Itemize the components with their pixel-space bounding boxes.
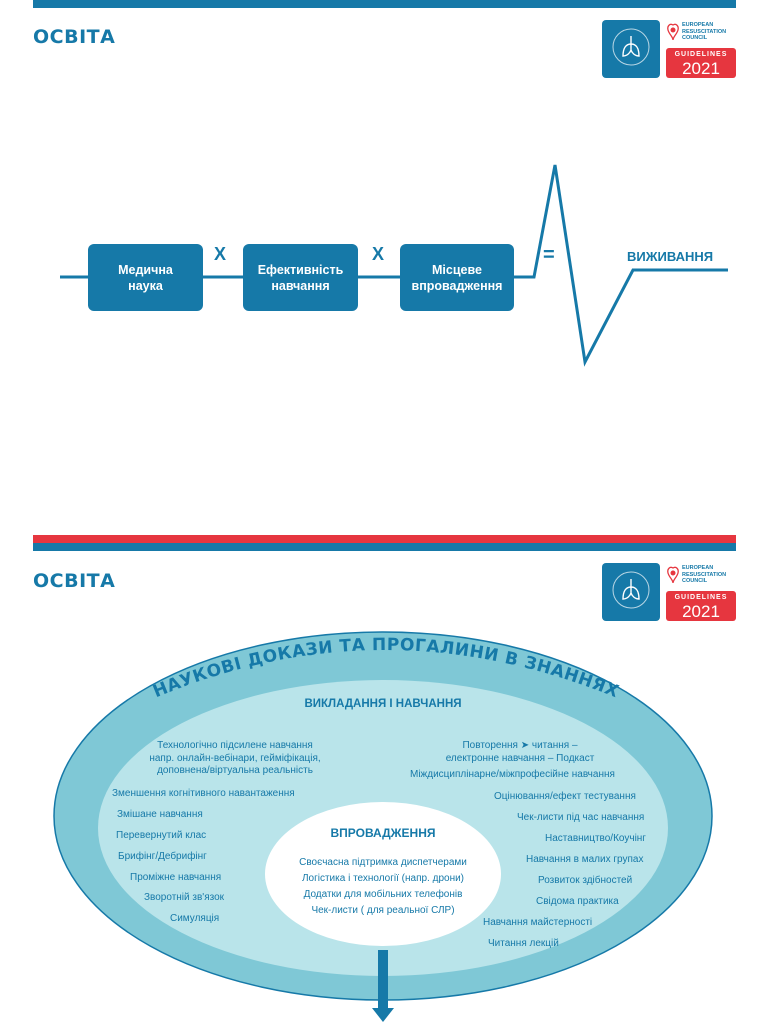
right-item: Чек-листи під час навчання [517,812,645,823]
right-item: Навчання майстерності [483,917,593,928]
slide1-logo: EUROPEAN RESUSCITATION COUNCIL GUIDELINE… [602,20,736,78]
right-item: Навчання в малих групах [526,854,644,865]
inner-core-title: ВПРОВАДЖЕННЯ [330,826,436,840]
guidelines-label: GUIDELINES [674,594,728,601]
box-line: Медична [118,262,173,277]
inner-item: Додатки для мобільних телефонів [303,889,463,900]
lungs-icon [602,20,660,78]
guidelines-label: GUIDELINES [674,51,728,58]
inner-item: Логістика і технології (напр. дрони) [301,873,465,884]
left-item: Проміжне навчання [130,872,222,883]
erc-name: EUROPEAN RESUSCITATION COUNCIL [682,22,726,42]
box-line: Місцеве [432,262,482,277]
erc-line: EUROPEAN [682,565,714,571]
ecg-line [60,164,728,367]
erc-line: RESUSCITATION [682,571,727,578]
down-arrow-head [372,1008,394,1022]
left-item: Симуляція [170,913,220,924]
inner-item: Чек-листи ( для реальної СЛР) [311,905,455,916]
box-line: впровадження [411,278,503,293]
slide2-top-bar-blue [33,543,736,551]
formula-result: ВИЖИВАННЯ [627,249,714,264]
erc-line: EUROPEAN [682,22,714,28]
lungs-icon [602,563,660,621]
left-item: Технологічно підсилене навчання напр. он… [130,740,340,778]
box-line: навчання [271,278,330,293]
left-item: Змішане навчання [117,809,203,820]
right-item: Читання лекцій [488,938,559,949]
inner-item: Своєчасна підтримка диспетчерами [299,857,467,868]
slide2-title: ОСВІТА [33,570,116,592]
equals-sign: = [543,244,555,266]
down-arrow-shaft [378,950,388,1010]
slide2-logo: EUROPEAN RESUSCITATION COUNCIL GUIDELINE… [602,563,736,621]
left-item: Зменшення когнітивного навантаження [112,788,295,799]
item-line: напр. онлайн-вебінари, гейміфікація, [149,752,321,764]
box-line: наука [128,278,163,293]
right-item: Свідома практика [536,896,619,907]
left-item: Брифінг/Дебрифінг [118,851,207,862]
erc-line: RESUSCITATION [682,28,727,35]
heart-icon [667,23,679,41]
slide1-title: ОСВІТА [33,26,116,48]
guidelines-badge: GUIDELINES 2021 [666,591,736,621]
slide2-top-bar-red [33,535,736,543]
erc-line: COUNCIL [682,35,708,41]
guidelines-badge: GUIDELINES 2021 [666,48,736,78]
right-item: Повторення ➤ читання – електронне навчан… [420,740,620,765]
multiply-sign: X [372,244,385,264]
erc-line: COUNCIL [682,578,708,584]
inner-core [265,802,501,946]
guidelines-year: 2021 [682,59,720,78]
right-item: Наставництво/Коучінг [545,833,646,844]
item-line: електронне навчання – Подкаст [445,752,595,764]
right-item: Оцінювання/ефект тестування [494,791,636,802]
left-item: Перевернутий клас [116,830,207,841]
guidelines-year: 2021 [682,602,720,621]
item-line: доповнена/віртуальна реальність [157,765,313,776]
erc-name: EUROPEAN RESUSCITATION COUNCIL [682,565,726,585]
top-bar [33,0,736,8]
left-item: Зворотній зв'язок [144,892,225,903]
middle-ring-title: ВИКЛАДАННЯ І НАВЧАННЯ [304,698,462,710]
right-item: Розвиток здібностей [538,875,633,886]
box-line: Ефективність [257,262,344,277]
multiply-sign: X [214,244,227,264]
heart-icon [667,566,679,584]
item-line: Повторення ➤ читання – [462,740,578,751]
inner-core-items: Своєчасна підтримка диспетчерами Логісти… [268,855,498,919]
right-item: Міждисциплінарне/міжпрофесійне навчання [410,769,615,780]
item-line: Технологічно підсилене навчання [157,740,313,751]
